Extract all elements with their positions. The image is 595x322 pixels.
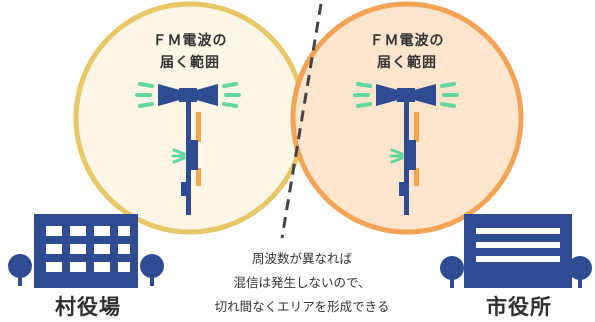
caption-line-2: 混信は発生しないので、 [233, 275, 371, 290]
caption-line-3: 切れ間なくエリアを形成できる [214, 299, 390, 314]
right-coverage-label-line1: ＦＭ電波の [369, 33, 445, 49]
city-hall-label: 市役所 [486, 295, 552, 319]
village-office-building-icon [8, 214, 164, 288]
village-office-label: 村役場 [55, 295, 121, 319]
left-coverage-label: ＦＭ電波の 届く範囲 [130, 30, 250, 74]
right-coverage-label-line2: 届く範囲 [377, 55, 437, 71]
left-antenna-tower-icon [135, 82, 241, 215]
caption-line-1: 周波数が異なれば [251, 251, 352, 266]
city-hall-building-icon [440, 214, 592, 288]
interference-caption: 周波数が異なれば 混信は発生しないので、 切れ間なくエリアを形成できる [182, 247, 422, 319]
left-coverage-label-line2: 届く範囲 [160, 55, 220, 71]
left-coverage-label-line1: ＦＭ電波の [152, 33, 228, 49]
right-coverage-label: ＦＭ電波の 届く範囲 [347, 30, 467, 74]
right-antenna-tower-icon [353, 82, 459, 215]
divider-dashed-line [280, 3, 323, 239]
